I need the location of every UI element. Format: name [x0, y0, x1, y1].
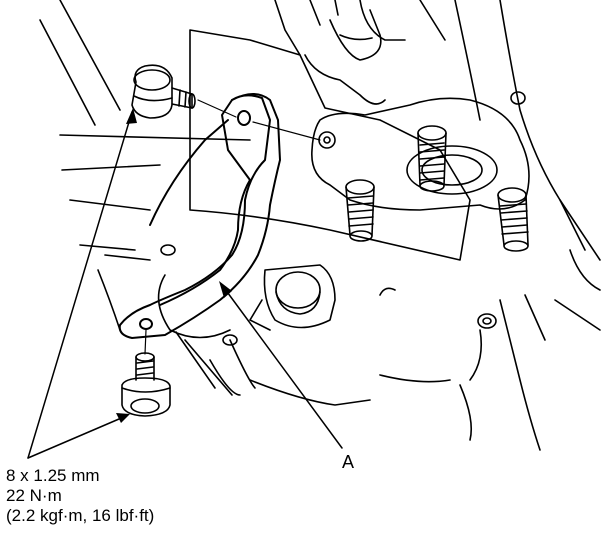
stud-right	[497, 187, 529, 252]
alignment-lines	[144, 99, 321, 355]
arrowhead-lower-bolt	[116, 413, 130, 423]
engine-mount-bolt	[249, 264, 336, 331]
engine-block	[39, 0, 601, 451]
callout-label-a: A	[342, 452, 355, 472]
stud-left	[345, 179, 375, 242]
torque-nm-label: 22 N·m	[6, 486, 62, 505]
bolt-size-label: 8 x 1.25 mm	[6, 466, 100, 485]
flange-studs	[345, 125, 529, 252]
leader-arrowheads	[116, 108, 232, 423]
torque-alt-label: (2.2 kgf·m, 16 lbf·ft)	[6, 506, 155, 525]
stud-center	[417, 125, 447, 192]
upper-bolt	[131, 64, 196, 119]
lower-bolt	[121, 352, 171, 417]
exhaust-flange	[311, 97, 530, 211]
arrowhead-upper-bolt	[126, 108, 137, 124]
bracket-a	[118, 93, 281, 339]
arrowhead-bracket	[219, 281, 232, 298]
leader-lines	[27, 111, 343, 459]
top-fitting	[274, 0, 406, 105]
mounting-plate	[189, 29, 471, 261]
